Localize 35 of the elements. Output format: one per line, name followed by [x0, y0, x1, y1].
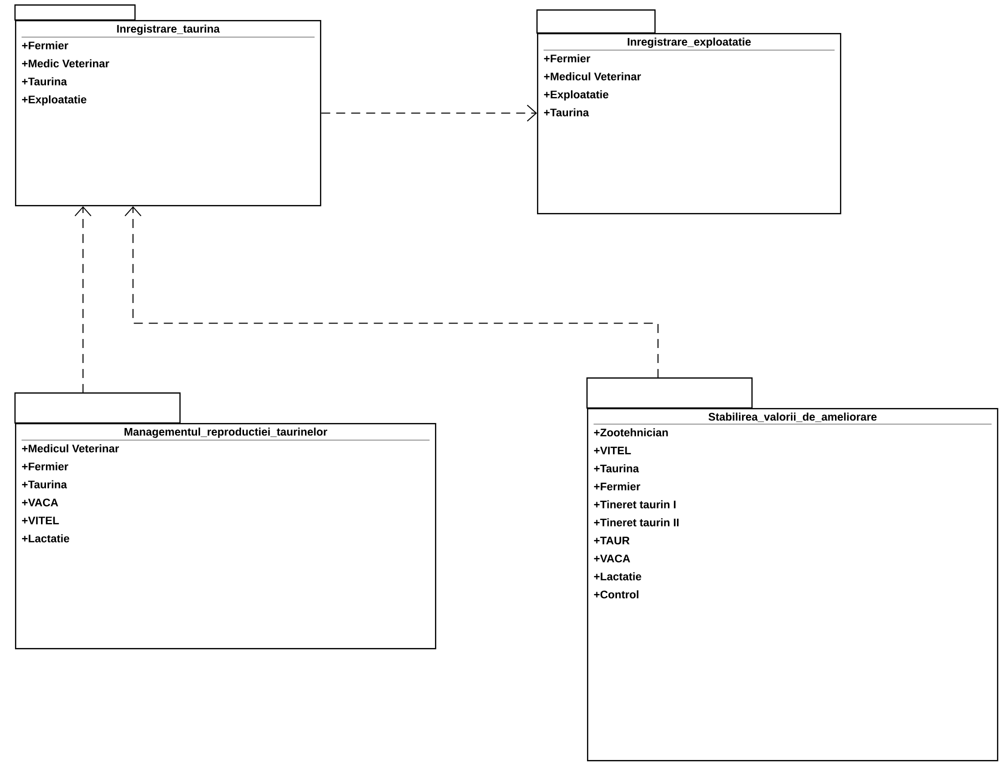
attribute: +TAUR [594, 536, 630, 544]
attribute: +Taurina [544, 108, 589, 116]
package-box [586, 377, 998, 762]
attribute: +Control [594, 590, 638, 598]
package-box [536, 9, 842, 214]
attribute: +VACA [594, 554, 630, 562]
dependency-arrow [320, 104, 537, 122]
package-box [14, 4, 322, 206]
package-title: Inregistrare_taurina [117, 24, 220, 35]
attribute: +Exploatatie [544, 90, 608, 101]
attribute: +Lactatie [22, 534, 70, 542]
dependency-arrow [74, 206, 92, 394]
attribute: +Tineret taurin II [594, 518, 679, 526]
package-title: Managementul_reproductiei_taurinelor [124, 428, 328, 438]
attribute: +Medic Veterinar [22, 59, 110, 68]
attribute: +Medicul Veterinar [544, 72, 641, 80]
attribute: +Fermier [594, 482, 640, 490]
attribute: +VACA [22, 498, 58, 506]
attribute: +Zootehnician [594, 428, 668, 436]
dependency-arrow [124, 206, 658, 378]
attribute: +Fermier [544, 54, 590, 62]
attribute: +Exploatatie [22, 95, 86, 106]
attribute: +Fermier [22, 462, 68, 470]
package-title: Inregistrare_exploatatie [628, 38, 751, 48]
attribute: +VITEL [22, 516, 59, 524]
attribute: +Taurina [22, 77, 67, 86]
package-title: Stabilirea_valorii_de_ameliorare [708, 412, 877, 422]
attribute: +Medicul Veterinar [22, 444, 119, 452]
attribute: +Taurina [594, 464, 639, 472]
attribute: +Tineret taurin I [594, 500, 676, 508]
package-box [14, 392, 436, 650]
attribute: +Taurina [22, 480, 67, 488]
attribute: +Fermier [22, 41, 68, 50]
attribute: +Lactatie [594, 572, 642, 580]
attribute: +VITEL [594, 446, 631, 454]
